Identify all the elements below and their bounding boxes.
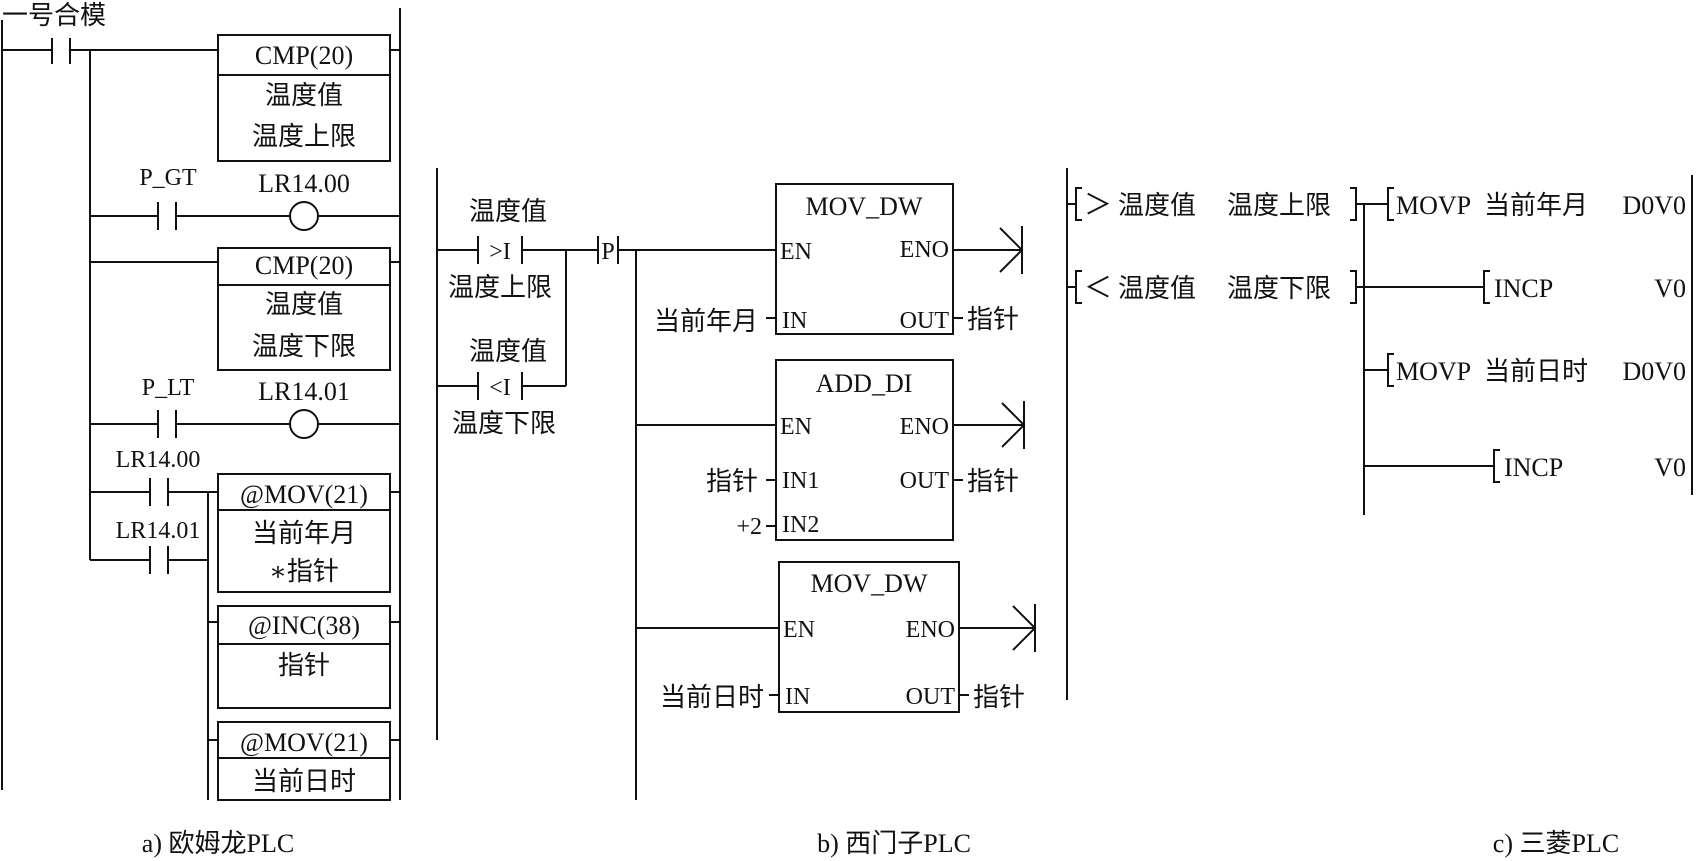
omron-coil1-label: LR14.00 xyxy=(258,169,350,198)
siemens-edge-label: P xyxy=(601,239,614,265)
siemens-mov1-in-value: 当前年月 xyxy=(654,307,758,336)
omron-mov-block-2 xyxy=(217,721,391,801)
omron-contact3-label: LR14.00 xyxy=(116,447,201,473)
omron-mov1-op2: ∗指针 xyxy=(269,557,339,586)
mitsubishi-instr1-source: 当前年月 xyxy=(1484,191,1588,220)
mitsubishi-cmp2-bracket-close xyxy=(1350,270,1357,304)
siemens-mov2-out-value: 指针 xyxy=(973,683,1025,712)
siemens-mov1-out-value: 指针 xyxy=(967,305,1019,334)
omron-mov1-op1: 当前年月 xyxy=(252,519,356,548)
omron-mov2-op1: 当前日时 xyxy=(252,767,356,796)
siemens-add-out-value: 指针 xyxy=(967,467,1019,496)
siemens-add-in2: IN2 xyxy=(782,512,819,538)
omron-mov2-title: @MOV(21) xyxy=(240,728,368,757)
mitsubishi-cmp2-b: 温度下限 xyxy=(1227,274,1331,303)
mitsubishi-cmp1-op: ＞ xyxy=(1084,190,1112,221)
siemens-mov1-title: MOV_DW xyxy=(806,192,923,221)
omron-inc-block xyxy=(217,605,391,709)
siemens-add-in1: IN1 xyxy=(782,468,819,494)
siemens-add-in2-value: +2 xyxy=(736,514,762,540)
siemens-cmp-upper-op: >I xyxy=(489,239,511,265)
siemens-cmp-lower-top: 温度值 xyxy=(469,337,547,366)
mitsubishi-instr2-dest: V0 xyxy=(1654,274,1686,303)
omron-coil-lr14-00 xyxy=(289,201,319,231)
mitsubishi-instr1-mnemonic: MOVP xyxy=(1396,191,1471,220)
omron-p-gt-label: P_GT xyxy=(139,165,197,191)
siemens-mov-box-1 xyxy=(775,183,954,335)
omron-mov1-title: @MOV(21) xyxy=(240,480,368,509)
omron-inc-op1: 指针 xyxy=(278,651,330,680)
siemens-mov2-title: MOV_DW xyxy=(811,569,928,598)
mitsubishi-instr3-dest: D0V0 xyxy=(1622,357,1686,386)
omron-contact4-label: LR14.01 xyxy=(116,518,201,544)
omron-cmp1-op1: 温度值 xyxy=(265,81,343,110)
mitsubishi-caption: c) 三菱PLC xyxy=(1493,829,1619,858)
mitsubishi-cmp1-bracket-open xyxy=(1075,187,1082,221)
mitsubishi-cmp2-op: ＜ xyxy=(1084,273,1112,304)
mitsubishi-instr3-source: 当前日时 xyxy=(1484,357,1588,386)
siemens-mov1-in: IN xyxy=(782,308,807,334)
siemens-add-box xyxy=(775,359,954,541)
mitsubishi-instr4-mnemonic: INCP xyxy=(1504,453,1563,482)
omron-ladder: 一号合模 CMP(20) 温度值 温度上限 P_GT LR14.00 CMP(2… xyxy=(1,1,401,858)
siemens-add-en: EN xyxy=(780,414,812,440)
omron-mov-block-1 xyxy=(217,473,391,593)
omron-cmp-block-1 xyxy=(217,34,391,162)
mitsubishi-instr2-mnemonic: INCP xyxy=(1494,274,1553,303)
siemens-mov1-eno: ENO xyxy=(900,237,949,263)
mitsubishi-instr4-dest: V0 xyxy=(1654,453,1686,482)
siemens-mov1-out: OUT xyxy=(900,308,950,334)
mitsubishi-cmp1-a: 温度值 xyxy=(1118,191,1196,220)
siemens-add-title: ADD_DI xyxy=(816,369,913,398)
omron-cmp2-op2: 温度下限 xyxy=(252,332,356,361)
omron-cmp2-title: CMP(20) xyxy=(255,251,353,280)
siemens-caption: b) 西门子PLC xyxy=(817,829,971,858)
siemens-mov2-in: IN xyxy=(785,684,810,710)
mitsubishi-instr1-dest: D0V0 xyxy=(1622,191,1686,220)
omron-cmp2-op1: 温度值 xyxy=(265,290,343,319)
siemens-add-out: OUT xyxy=(900,468,950,494)
siemens-cmp-upper-top: 温度值 xyxy=(469,197,547,226)
siemens-mov2-in-value: 当前日时 xyxy=(660,683,764,712)
omron-cmp1-title: CMP(20) xyxy=(255,41,353,70)
omron-input-label: 一号合模 xyxy=(2,1,106,30)
siemens-ladder: 温度值 >I 温度上限 温度值 <I 温度下限 P MOV_DW EN ENO … xyxy=(436,168,1037,858)
siemens-cmp-upper-bottom: 温度上限 xyxy=(448,273,552,302)
omron-p-lt-label: P_LT xyxy=(142,375,195,401)
siemens-add-in1-value: 指针 xyxy=(706,467,758,496)
siemens-add-eno: ENO xyxy=(900,414,949,440)
siemens-mov-box-2 xyxy=(778,561,960,713)
omron-caption: a) 欧姆龙PLC xyxy=(142,829,294,858)
mitsubishi-cmp2-bracket-open xyxy=(1075,270,1082,304)
omron-coil-lr14-01 xyxy=(289,409,319,439)
siemens-mov2-out: OUT xyxy=(906,684,956,710)
omron-coil2-label: LR14.01 xyxy=(258,377,350,406)
omron-cmp1-op2: 温度上限 xyxy=(252,122,356,151)
siemens-mov2-en: EN xyxy=(783,617,815,643)
siemens-mov1-en: EN xyxy=(780,239,812,265)
mitsubishi-instr3-mnemonic: MOVP xyxy=(1396,357,1471,386)
omron-inc-title: @INC(38) xyxy=(248,611,360,640)
siemens-cmp-lower-bottom: 温度下限 xyxy=(452,409,556,438)
mitsubishi-cmp1-b: 温度上限 xyxy=(1227,191,1331,220)
siemens-mov2-eno: ENO xyxy=(906,617,955,643)
mitsubishi-cmp2-a: 温度值 xyxy=(1118,274,1196,303)
omron-cmp-block-2 xyxy=(217,247,391,371)
mitsubishi-cmp1-bracket-close xyxy=(1350,187,1357,221)
mitsubishi-ladder: ＞ 温度值 温度上限 ＜ 温度值 温度下限 MOVP 当前年月 D0V0 INC… xyxy=(1066,168,1693,858)
siemens-cmp-lower-op: <I xyxy=(489,375,511,401)
